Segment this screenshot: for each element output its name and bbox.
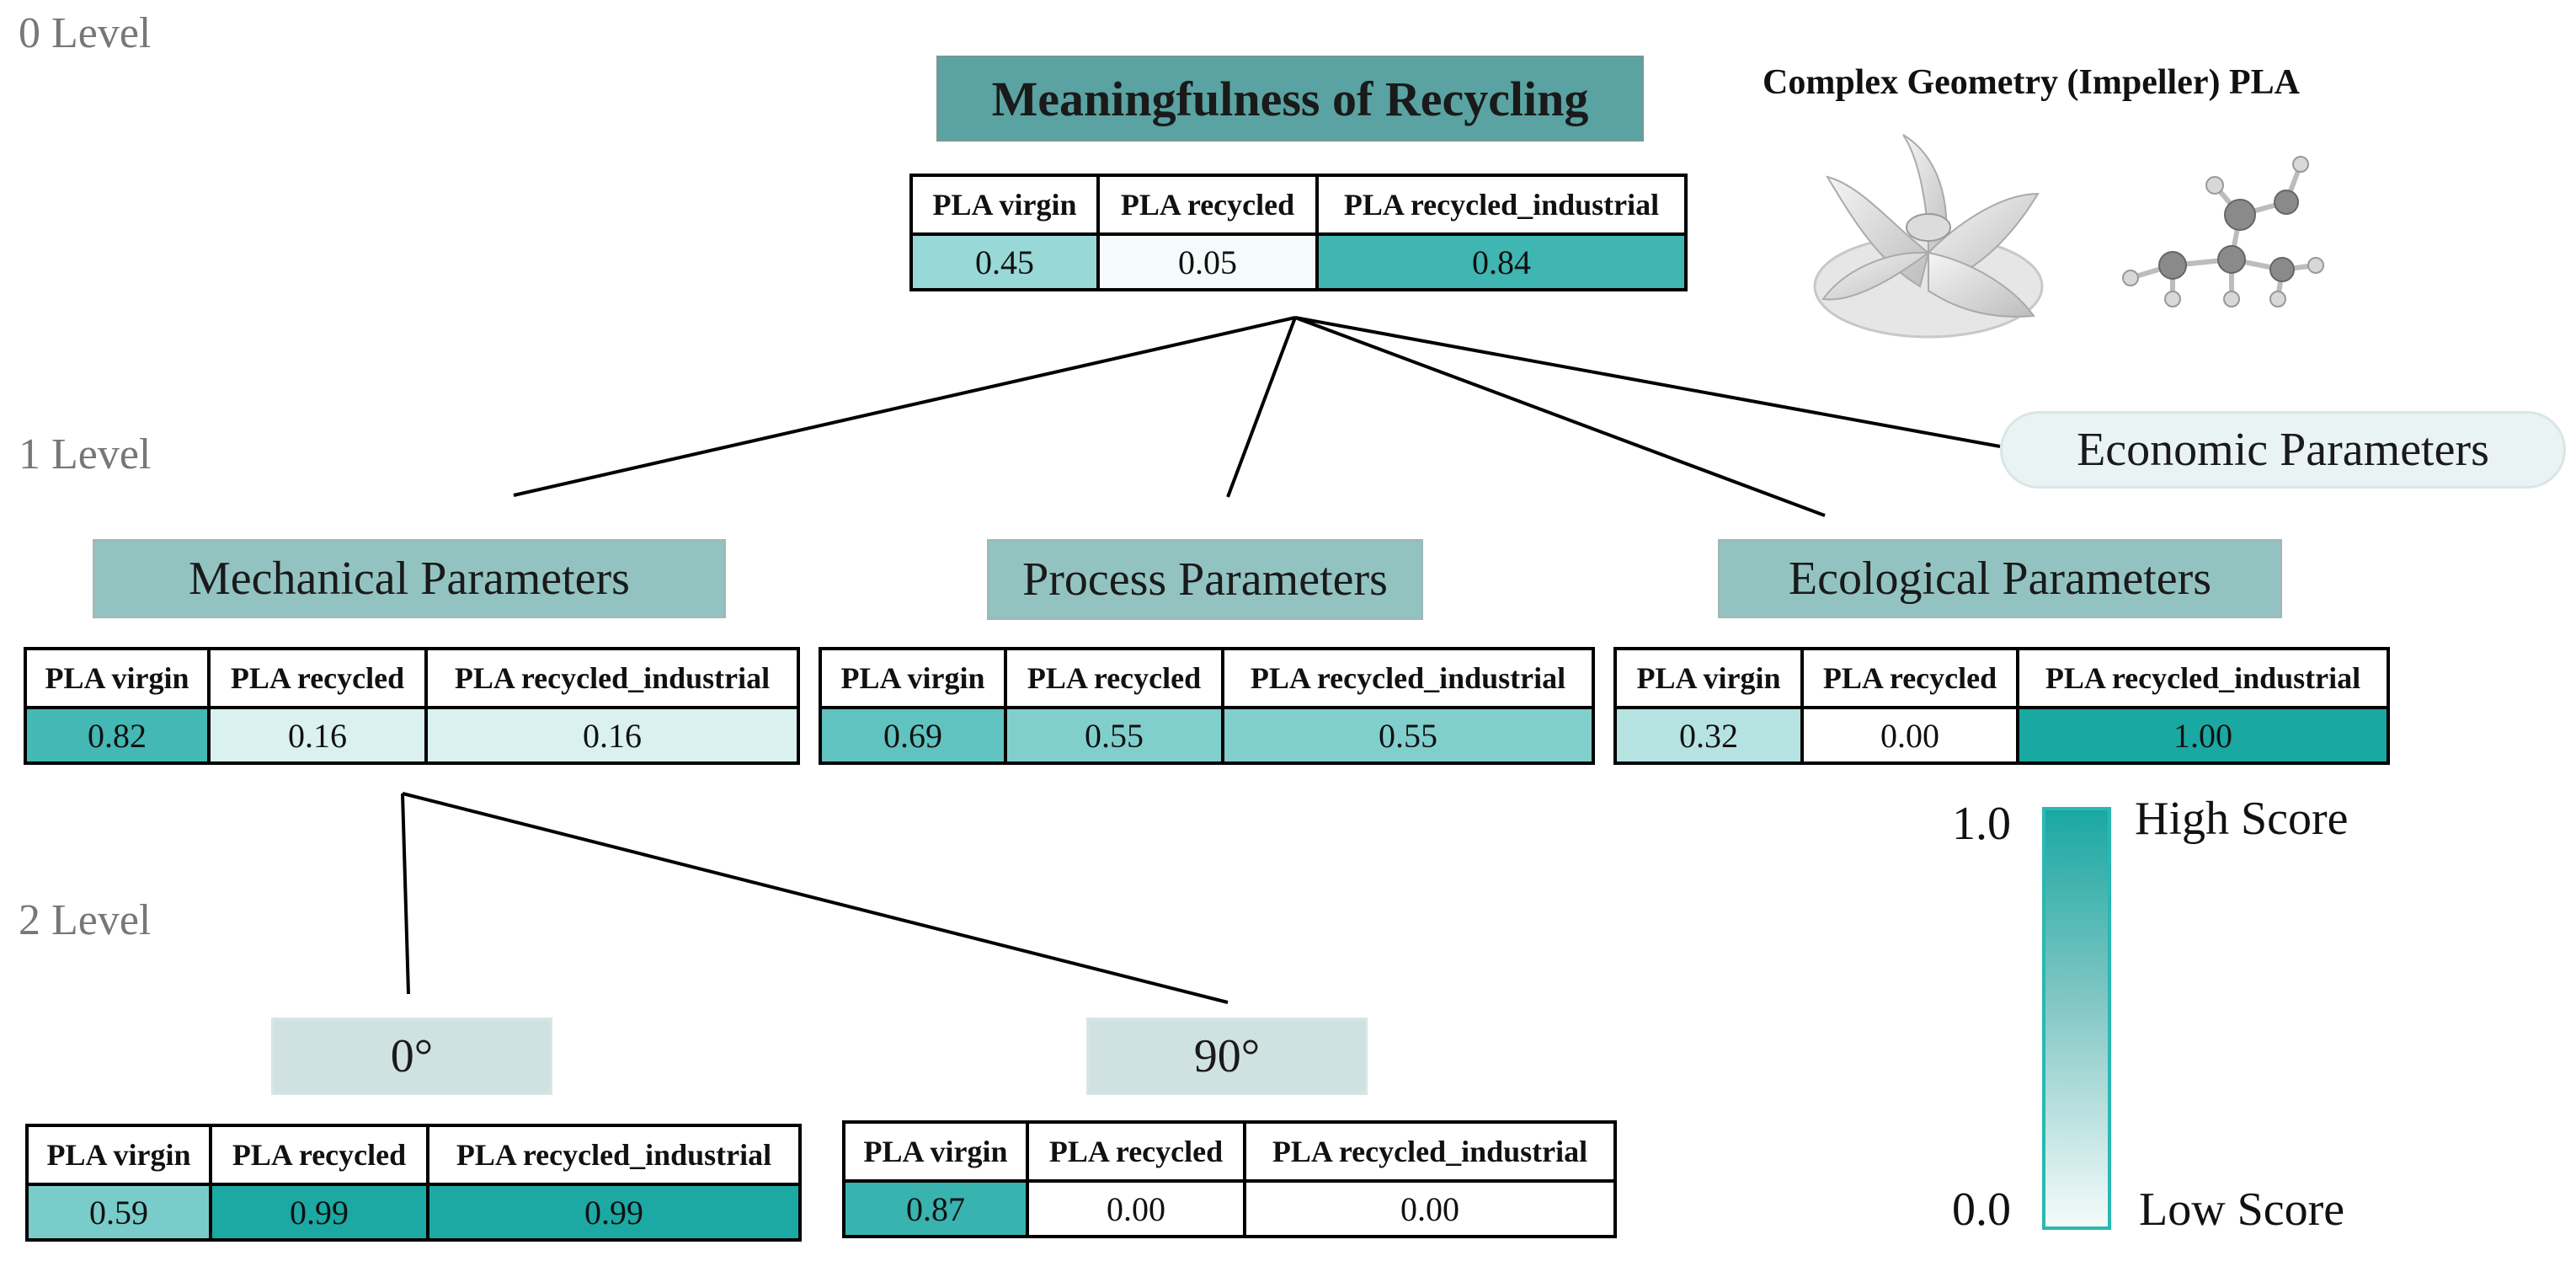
orientation-0-score-table: PLA virgin PLA recycled PLA recycled_ind… bbox=[25, 1124, 802, 1242]
col-header-recycled: PLA recycled bbox=[207, 647, 428, 709]
connector-root-process bbox=[1226, 317, 1297, 498]
orientation-90-node: 90° bbox=[1086, 1018, 1368, 1095]
root-score-table: PLA virgin PLA recycled PLA recycled_ind… bbox=[909, 174, 1688, 291]
col-header-recycled: PLA recycled bbox=[1004, 647, 1224, 709]
col-header-industrial: PLA recycled_industrial bbox=[1243, 1120, 1617, 1183]
score-cell: 0.55 bbox=[1221, 706, 1595, 765]
level-label-2: 2 Level bbox=[19, 896, 152, 944]
legend-low-label: Low Score bbox=[2139, 1184, 2345, 1236]
ecological-score-table: PLA virgin PLA recycled PLA recycled_ind… bbox=[1613, 647, 2390, 765]
score-cell: 0.59 bbox=[25, 1183, 212, 1242]
score-cell: 0.84 bbox=[1315, 232, 1688, 291]
score-cell: 0.45 bbox=[909, 232, 1100, 291]
mechanical-score-table: PLA virgin PLA recycled PLA recycled_ind… bbox=[24, 647, 800, 765]
col-header-virgin: PLA virgin bbox=[1613, 647, 1804, 709]
score-cell: 0.16 bbox=[207, 706, 428, 765]
col-header-virgin: PLA virgin bbox=[842, 1120, 1029, 1183]
legend-high-value: 1.0 bbox=[1952, 798, 2011, 850]
connector-mechanical-0deg bbox=[401, 793, 410, 995]
score-cell: 0.00 bbox=[1243, 1179, 1617, 1238]
col-header-industrial: PLA recycled_industrial bbox=[1315, 174, 1688, 236]
score-cell: 0.05 bbox=[1096, 232, 1319, 291]
connector-root-mechanical bbox=[513, 316, 1296, 497]
connector-root-economic bbox=[1294, 316, 2001, 448]
root-node-title: Meaningfulness of Recycling bbox=[936, 56, 1644, 142]
col-header-industrial: PLA recycled_industrial bbox=[426, 1124, 802, 1186]
legend-high-label: High Score bbox=[2135, 793, 2349, 845]
process-score-table: PLA virgin PLA recycled PLA recycled_ind… bbox=[819, 647, 1595, 765]
score-cell: 0.87 bbox=[842, 1179, 1029, 1238]
col-header-industrial: PLA recycled_industrial bbox=[2016, 647, 2390, 709]
level-label-0: 0 Level bbox=[19, 9, 152, 57]
col-header-virgin: PLA virgin bbox=[819, 647, 1007, 709]
col-header-industrial: PLA recycled_industrial bbox=[1221, 647, 1595, 709]
score-cell: 0.32 bbox=[1613, 706, 1804, 765]
connector-root-ecological bbox=[1294, 316, 1826, 517]
col-header-virgin: PLA virgin bbox=[25, 1124, 212, 1186]
level-label-1: 1 Level bbox=[19, 430, 152, 478]
score-cell: 0.99 bbox=[209, 1183, 429, 1242]
score-cell: 0.55 bbox=[1004, 706, 1224, 765]
connector-mechanical-90deg bbox=[402, 792, 1229, 1004]
process-parameters-node: Process Parameters bbox=[987, 539, 1423, 620]
legend-low-value: 0.0 bbox=[1952, 1184, 2011, 1236]
col-header-recycled: PLA recycled bbox=[1026, 1120, 1246, 1183]
score-cell: 0.00 bbox=[1026, 1179, 1246, 1238]
col-header-recycled: PLA recycled bbox=[1800, 647, 2019, 709]
col-header-industrial: PLA recycled_industrial bbox=[424, 647, 800, 709]
score-cell: 0.16 bbox=[424, 706, 800, 765]
col-header-recycled: PLA recycled bbox=[1096, 174, 1319, 236]
economic-parameters-node: Economic Parameters bbox=[2000, 411, 2566, 489]
geometry-title: Complex Geometry (Impeller) PLA bbox=[1763, 63, 2300, 102]
score-legend-gradient bbox=[2042, 807, 2111, 1230]
orientation-90-score-table: PLA virgin PLA recycled PLA recycled_ind… bbox=[842, 1120, 1617, 1238]
col-header-virgin: PLA virgin bbox=[24, 647, 211, 709]
col-header-virgin: PLA virgin bbox=[909, 174, 1100, 236]
score-cell: 1.00 bbox=[2016, 706, 2390, 765]
mechanical-parameters-node: Mechanical Parameters bbox=[93, 539, 726, 618]
score-cell: 0.82 bbox=[24, 706, 211, 765]
col-header-recycled: PLA recycled bbox=[209, 1124, 429, 1186]
score-cell: 0.00 bbox=[1800, 706, 2019, 765]
orientation-0-node: 0° bbox=[271, 1018, 552, 1095]
ecological-parameters-node: Ecological Parameters bbox=[1718, 539, 2282, 618]
molecule-illustration bbox=[2122, 156, 2324, 307]
score-cell: 0.99 bbox=[426, 1183, 802, 1242]
score-cell: 0.69 bbox=[819, 706, 1007, 765]
impeller-illustration bbox=[1813, 134, 2044, 339]
